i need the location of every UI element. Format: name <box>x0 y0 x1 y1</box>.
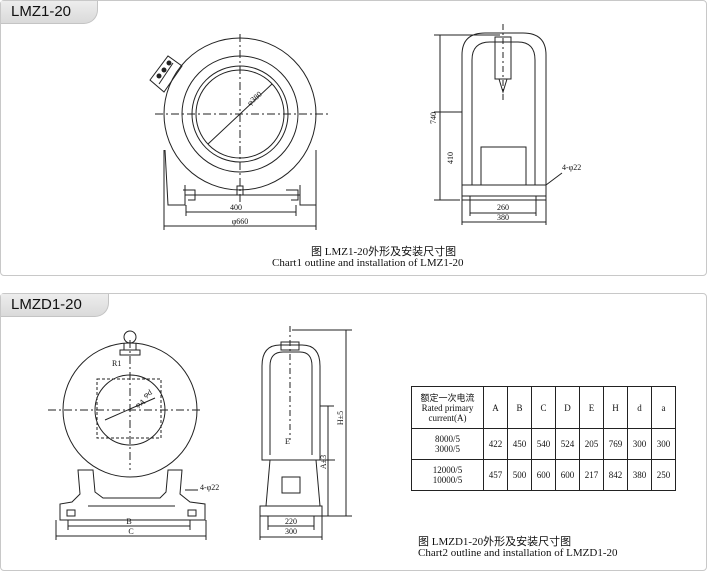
current-cell: 8000/5 3000/5 <box>411 428 484 460</box>
current-value: 8000/5 <box>434 434 460 444</box>
dim-phi-d: φd <box>142 388 154 400</box>
table-row: 8000/5 3000/5 422 450 540 524 205 769 30… <box>411 428 676 460</box>
dim-740: 740 <box>429 112 438 124</box>
lmzd1-side-view <box>259 326 352 540</box>
table-cell: 769 <box>603 428 628 460</box>
dim-r1: R1 <box>112 359 121 368</box>
header-label-en-1: Rated primary <box>421 402 474 413</box>
panel-lmz1-20: LMZ1-20 <box>0 0 707 276</box>
col-header: a <box>651 386 676 429</box>
table-cell: 300 <box>651 428 676 460</box>
dim-h5: H±5 <box>336 411 345 425</box>
col-header: d <box>627 386 652 429</box>
spec-table: 额定一次电流 Rated primary current(A) A B C D … <box>411 386 676 491</box>
current-value: 3000/5 <box>434 444 460 454</box>
col-header: C <box>531 386 556 429</box>
table-cell: 450 <box>507 428 532 460</box>
table-cell: 217 <box>579 459 604 491</box>
current-cell: 12000/5 10000/5 <box>411 459 484 491</box>
table-cell: 842 <box>603 459 628 491</box>
table-header-row: 额定一次电流 Rated primary current(A) A B C D … <box>411 386 676 429</box>
table-cell: 422 <box>483 428 508 460</box>
table-row: 12000/5 10000/5 457 500 600 600 217 842 … <box>411 459 676 491</box>
panel-title: LMZD1-20 <box>1 294 109 317</box>
dim-b: B <box>126 517 131 526</box>
table-cell: 250 <box>651 459 676 491</box>
table-cell: 457 <box>483 459 508 491</box>
dim-a3: A±3 <box>319 455 328 469</box>
dim-260: 260 <box>497 203 509 212</box>
dim-400: 400 <box>230 203 242 212</box>
caption-cn-2: 图 LMZD1-20外形及安装尺寸图 <box>418 536 572 548</box>
dim-220: 220 <box>285 517 297 526</box>
caption-en-2: Chart2 outline and installation of LMZD1… <box>418 547 618 559</box>
table-cell: 524 <box>555 428 580 460</box>
table-cell: 540 <box>531 428 556 460</box>
col-header: E <box>579 386 604 429</box>
dim-300: 300 <box>285 527 297 536</box>
table-cell: 380 <box>627 459 652 491</box>
col-header: B <box>507 386 532 429</box>
header-rated-current: 额定一次电流 Rated primary current(A) <box>411 386 484 429</box>
current-value: 12000/5 <box>432 465 463 475</box>
dim-380: 380 <box>497 213 509 222</box>
lmz1-side-view <box>434 24 563 225</box>
lmz1-front-view <box>149 34 330 230</box>
dim-c: C <box>128 527 133 536</box>
dim-phi660: φ660 <box>232 217 249 226</box>
table-cell: 600 <box>555 459 580 491</box>
header-label-cn: 额定一次电流 <box>420 392 475 403</box>
dim-phi380: φ380 <box>245 90 263 108</box>
table-cell: 500 <box>507 459 532 491</box>
current-value: 10000/5 <box>432 475 463 485</box>
caption-en-1: Chart1 outline and installation of LMZ1-… <box>272 257 464 269</box>
table-cell: 300 <box>627 428 652 460</box>
table-cell: 205 <box>579 428 604 460</box>
panel-title: LMZ1-20 <box>1 1 99 24</box>
table-cell: 600 <box>531 459 556 491</box>
caption-cn-1: 图 LMZ1-20外形及安装尺寸图 <box>311 246 457 258</box>
dim-e: E <box>285 437 290 446</box>
col-header: H <box>603 386 628 429</box>
col-header: A <box>483 386 508 429</box>
header-label-en-2: current(A) <box>428 412 467 423</box>
dim-hole: 4-φ22 <box>562 163 581 172</box>
dim-hole: 4-φ22 <box>200 483 219 492</box>
col-header: D <box>555 386 580 429</box>
dim-410: 410 <box>446 152 455 164</box>
lmzd1-front-view <box>48 330 207 540</box>
